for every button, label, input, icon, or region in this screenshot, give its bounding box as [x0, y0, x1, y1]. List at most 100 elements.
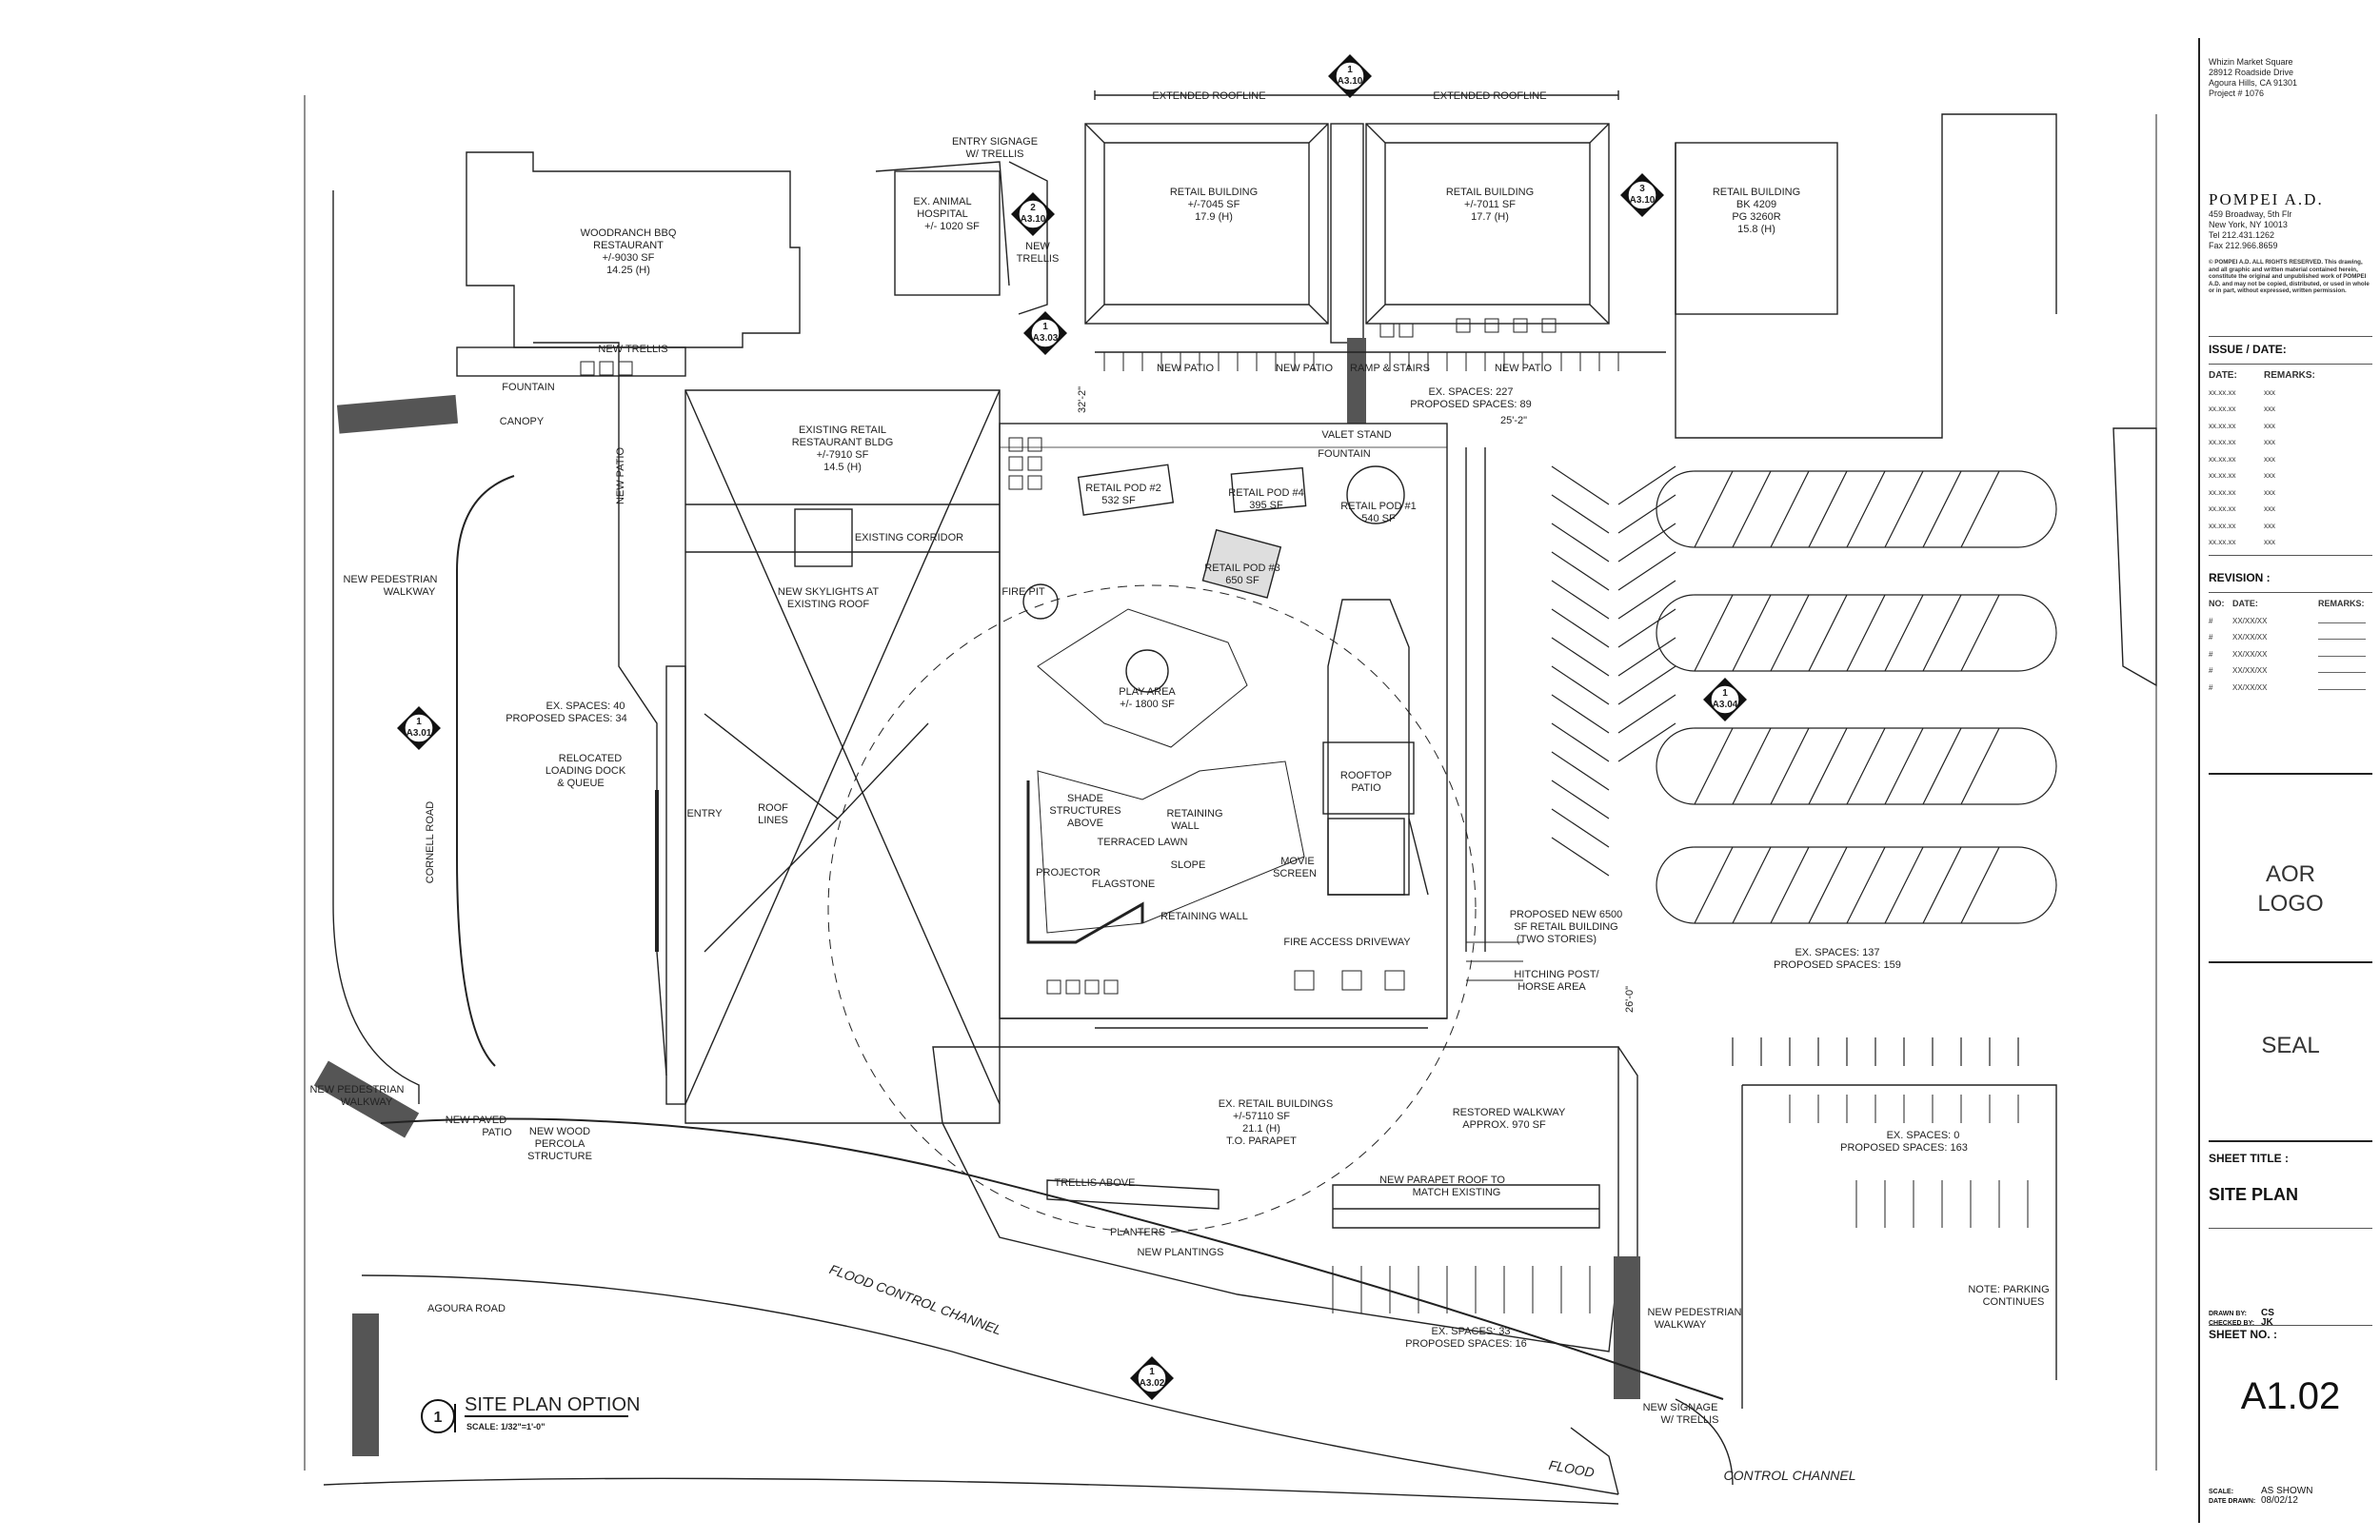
label-rooftop-2: PATIO — [1351, 782, 1381, 794]
label-pod3-1: RETAIL POD #3 — [1204, 563, 1279, 574]
label-retaining-wall: RETAINING WALL — [1160, 911, 1248, 922]
label-pergola-1: NEW WOOD — [529, 1126, 590, 1137]
drawing-title-scale: SCALE: 1/32"=1'-0" — [466, 1422, 545, 1431]
firm-fax: Fax 212.966.8659 — [2209, 241, 2278, 250]
section-ref-1: A3.10 — [1338, 76, 1363, 87]
label-dim-26: 26'-0" — [1624, 986, 1636, 1013]
revision-row: #XX/XX/XX — [2209, 629, 2372, 646]
label-animal-hospital-3: +/- 1020 SF — [924, 221, 980, 232]
label-retail-b-2: +/-7011 SF — [1464, 199, 1516, 210]
label-proposed-bldg-3: (TWO STORIES) — [1517, 934, 1597, 945]
label-movie-1: MOVIE — [1280, 856, 1314, 867]
existing-restaurant-building — [684, 389, 1001, 1124]
section-ref-6: A3.04 — [1713, 700, 1738, 710]
label-ex-retail-4: T.O. PARAPET — [1226, 1135, 1297, 1147]
firm-name: POMPEI A.D. — [2209, 190, 2324, 208]
label-animal-hospital-2: HOSPITAL — [917, 208, 968, 220]
label-fire-access: FIRE ACCESS DRIVEWAY — [1283, 937, 1411, 948]
section-num-2: 2 — [1030, 203, 1036, 213]
firm-copyright: © POMPEI A.D. ALL RIGHTS RESERVED. This … — [2209, 259, 2370, 294]
label-new-patio-v: NEW PATIO — [615, 447, 626, 505]
section-num-5: 1 — [416, 717, 422, 727]
label-entry-signage: ENTRY SIGNAGE — [952, 136, 1038, 148]
existing-retail-buildings-south — [932, 1046, 1619, 1352]
label-retail-c-3: PG 3260R — [1732, 211, 1780, 223]
label-new-plantings: NEW PLANTINGS — [1137, 1247, 1223, 1258]
label-roof-lines-1: ROOF — [758, 802, 788, 814]
section-ref-2: A3.10 — [1021, 214, 1046, 225]
label-bbq-4: 14.25 (H) — [606, 265, 650, 276]
label-extended-roofline-2: EXTENDED ROOFLINE — [1433, 90, 1546, 102]
label-proposed-bldg-2: SF RETAIL BUILDING — [1514, 921, 1617, 933]
label-ex-spaces-0: EX. SPACES: 0 — [1887, 1130, 1960, 1141]
label-existing-corridor: EXISTING CORRIDOR — [855, 532, 963, 543]
label-pod3-2: 650 SF — [1225, 575, 1259, 586]
revision-row: #XX/XX/XX — [2209, 680, 2372, 697]
label-parapet-2: MATCH EXISTING — [1413, 1187, 1501, 1198]
label-animal-hospital-1: EX. ANIMAL — [913, 196, 971, 207]
issue-col-date: DATE: — [2209, 370, 2237, 381]
drawn-checked: DRAWN BY:CS CHECKED BY:JK — [2209, 1308, 2274, 1328]
label-paved-patio-1: NEW PAVED — [446, 1115, 506, 1126]
label-pergola-2: PERCOLA — [535, 1138, 585, 1150]
label-new-trellis-2: TRELLIS — [1017, 253, 1060, 265]
label-fire-pit: FIRE PIT — [1002, 586, 1045, 598]
label-skylights-1: NEW SKYLIGHTS AT — [778, 586, 879, 598]
label-flood: FLOOD — [1548, 1457, 1596, 1480]
label-ex-spaces-40: EX. SPACES: 40 — [546, 701, 625, 712]
retail-building-b — [1365, 123, 1610, 325]
sheet-no-label: SHEET NO. : — [2209, 1328, 2278, 1341]
label-ped-walkway-sw-1: NEW PEDESTRIAN — [309, 1084, 404, 1096]
label-restored-2: APPROX. 970 SF — [1462, 1119, 1546, 1131]
section-num-7: 1 — [1149, 1367, 1155, 1377]
label-roof-lines-2: LINES — [758, 815, 788, 826]
label-ped-walkway-2: WALKWAY — [384, 586, 436, 598]
label-flagstone: FLAGSTONE — [1092, 879, 1155, 890]
label-entry: ENTRY — [686, 808, 723, 819]
label-flood-channel: FLOOD CONTROL CHANNEL — [827, 1261, 1003, 1337]
label-prop-spaces-34: PROPOSED SPACES: 34 — [506, 713, 627, 724]
label-movie-2: SCREEN — [1273, 868, 1317, 879]
label-prop-spaces-159: PROPOSED SPACES: 159 — [1774, 959, 1901, 971]
label-restored-1: RESTORED WALKWAY — [1453, 1107, 1566, 1118]
label-ex-retail-3: 21.1 (H) — [1242, 1123, 1280, 1135]
label-prop-spaces-89: PROPOSED SPACES: 89 — [1410, 399, 1532, 410]
label-fountain-w: FOUNTAIN — [502, 382, 554, 393]
section-ref-5: A3.01 — [407, 728, 432, 739]
label-shade-2: STRUCTURES — [1049, 805, 1121, 817]
issue-heading: ISSUE / DATE: — [2209, 343, 2287, 356]
label-pergola-3: STRUCTURE — [527, 1151, 592, 1162]
label-ex-spaces-137: EX. SPACES: 137 — [1795, 947, 1879, 958]
label-paved-patio-2: PATIO — [482, 1127, 512, 1138]
label-retail-b-1: RETAIL BUILDING — [1446, 187, 1534, 198]
label-bbq-1: WOODRANCH BBQ — [581, 227, 677, 239]
label-retaining-1: RETAINING — [1166, 808, 1222, 819]
revision-row: #XX/XX/XX — [2209, 646, 2372, 663]
firm-address2: New York, NY 10013 — [2209, 220, 2288, 229]
firm-tel: Tel 212.431.1262 — [2209, 230, 2275, 240]
label-ex-retail-2: +/-57110 SF — [1233, 1111, 1290, 1122]
project-info: Whizin Market Square 28912 Roadside Driv… — [2209, 57, 2297, 99]
firm-address1: 459 Broadway, 5th Flr — [2209, 209, 2292, 219]
label-hitching-2: HORSE AREA — [1517, 981, 1586, 993]
section-ref-4: A3.10 — [1630, 195, 1656, 206]
woodranch-bbq-building — [466, 151, 801, 348]
label-pod4-2: 395 SF — [1249, 500, 1283, 511]
label-pod1-2: 540 SF — [1361, 513, 1396, 524]
label-parapet-1: NEW PARAPET ROOF TO — [1379, 1175, 1505, 1186]
label-retail-c-2: BK 4209 — [1736, 199, 1776, 210]
label-projector: PROJECTOR — [1036, 867, 1101, 879]
retail-building-a — [1084, 123, 1329, 325]
label-parking-cont-1: NOTE: PARKING — [1968, 1284, 2049, 1295]
section-num-1: 1 — [1347, 65, 1353, 75]
label-retail-b-3: 17.7 (H) — [1471, 211, 1509, 223]
label-dim-32: 32'-2" — [1077, 386, 1088, 413]
label-trellis-above: TRELLIS ABOVE — [1055, 1177, 1136, 1189]
section-markers — [397, 54, 1747, 1400]
label-retail-a-3: 17.9 (H) — [1195, 211, 1233, 223]
